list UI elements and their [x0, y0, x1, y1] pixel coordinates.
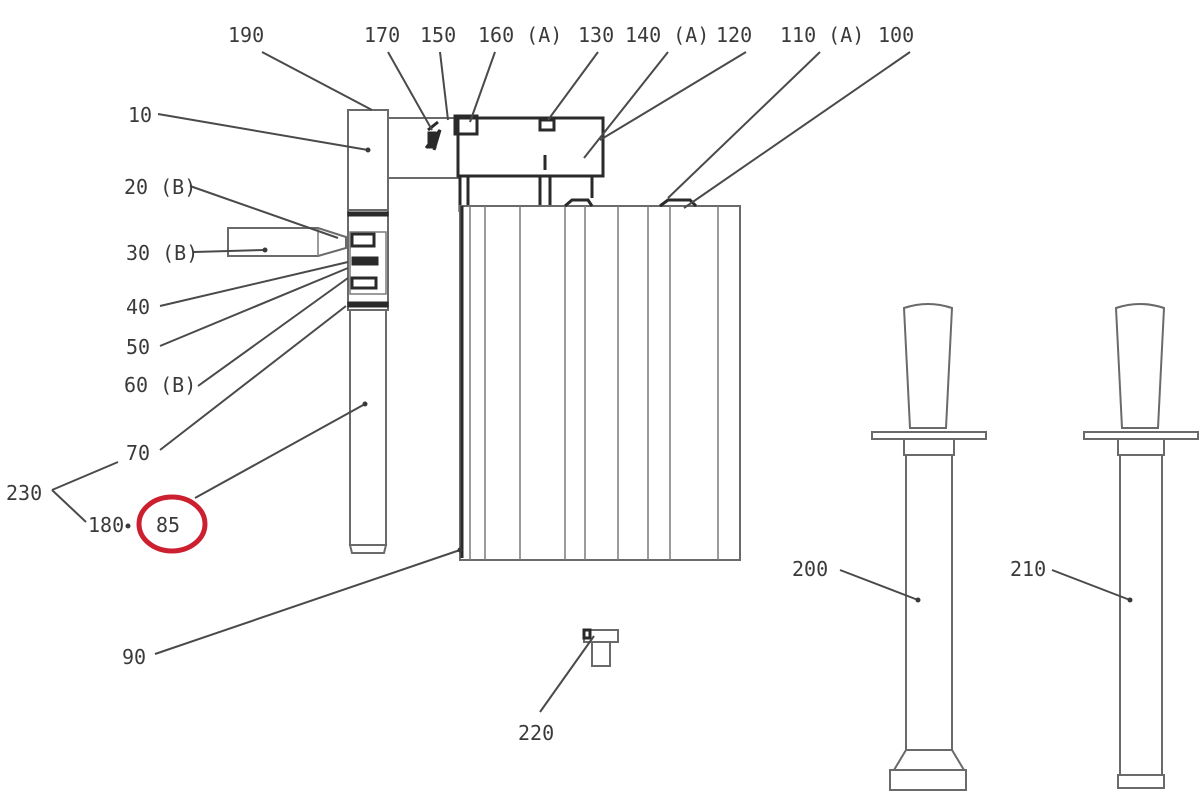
label-150: 150 [420, 23, 456, 47]
label-85: 85 [156, 513, 180, 537]
part-labels: 190 170 150 160 (A) 130 140 (A) 120 110 … [6, 23, 1046, 745]
highlight-circle [136, 494, 208, 554]
label-170: 170 [364, 23, 400, 47]
label-160: 160 (A) [478, 23, 562, 47]
label-200: 200 [792, 557, 828, 581]
label-130: 130 [578, 23, 614, 47]
main-column [347, 109, 389, 554]
label-60: 60 (B) [124, 373, 196, 397]
label-190: 190 [228, 23, 264, 47]
label-210: 210 [1010, 557, 1046, 581]
label-40: 40 [126, 295, 150, 319]
label-70: 70 [126, 441, 150, 465]
connector-220 [582, 628, 619, 667]
curtain-panel [459, 198, 741, 561]
label-110: 110 (A) [780, 23, 864, 47]
label-30: 30 (B) [126, 241, 198, 265]
label-140: 140 (A) [625, 23, 709, 47]
part-210-handle [1083, 303, 1199, 789]
label-180: 180 [88, 513, 124, 537]
part-200-handle [871, 303, 987, 791]
label-90: 90 [122, 645, 146, 669]
label-230: 230 [6, 481, 42, 505]
label-100: 100 [878, 23, 914, 47]
label-220: 220 [518, 721, 554, 745]
top-bracket [387, 114, 605, 212]
label-20: 20 (B) [124, 175, 196, 199]
label-10: 10 [128, 103, 152, 127]
label-50: 50 [126, 335, 150, 359]
leader-dots [125, 147, 1133, 603]
label-120: 120 [716, 23, 752, 47]
side-nozzle [227, 227, 347, 257]
leader-lines [51, 51, 1131, 713]
